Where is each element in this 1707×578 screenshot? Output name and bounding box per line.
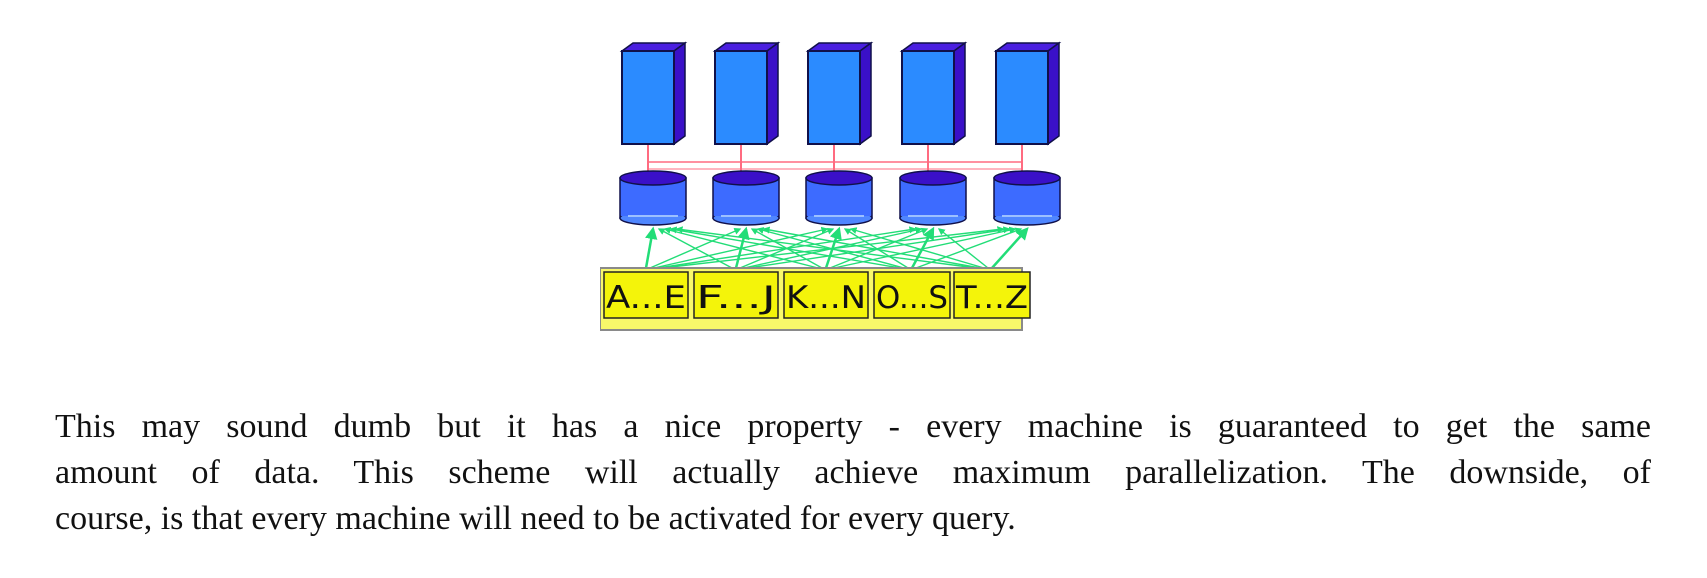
paragraph-line-1: This may sound dumb but it has a nice pr… (55, 408, 1651, 445)
servers (619, 41, 1062, 146)
disk-top (712, 170, 780, 186)
server-side (859, 41, 872, 146)
disk-body-fill (901, 182, 965, 216)
distribution-arrow (675, 226, 977, 269)
server-side (673, 41, 686, 146)
server-side (766, 41, 779, 146)
distribution-arrow (937, 228, 989, 269)
distribution-arrow (991, 227, 1029, 269)
distribution-arrow (849, 227, 985, 269)
distribution-arrow (669, 226, 901, 269)
distribution-arrow (657, 228, 733, 269)
paragraph-line-3: course, is that every machine will need … (55, 500, 1016, 537)
disk-body-fill (995, 182, 1059, 216)
disk-top (619, 170, 687, 186)
partition-label: F...J (696, 280, 776, 316)
partition-label: T...Z (955, 280, 1028, 316)
server-side (1047, 41, 1060, 146)
partition-cell (873, 271, 951, 319)
partition-cell (783, 271, 869, 319)
server-front (807, 50, 861, 145)
disks (619, 170, 1061, 226)
distribution-arrow (910, 226, 935, 269)
partition-label: O...S (876, 280, 948, 316)
partition-cell (953, 271, 1031, 319)
disk-body-fill (621, 182, 685, 216)
distribution-arrow (915, 227, 1023, 269)
server-front (621, 50, 675, 145)
server-front (901, 50, 955, 145)
distribution-arrows (644, 226, 1029, 269)
server-side (953, 41, 966, 146)
distribution-arrow (833, 226, 1017, 269)
distribution-arrow (644, 226, 658, 269)
partition-label: A...E (606, 280, 686, 316)
body-paragraph: This may sound dumb but it has a nice pr… (55, 404, 1651, 542)
server-front (714, 50, 768, 145)
server-front (995, 50, 1049, 145)
disk-body-fill (807, 182, 871, 216)
distribution-arrow (829, 227, 929, 269)
disk-body-fill (714, 182, 778, 216)
distribution-arrow (762, 226, 981, 269)
partition-cell (603, 271, 689, 319)
disk-top (993, 170, 1061, 186)
partition-cell (693, 271, 779, 319)
distribution-arrow (843, 228, 909, 269)
paragraph-line-2: amount of data. This scheme will actuall… (55, 454, 1651, 491)
partition-label: K...N (786, 280, 866, 316)
disk-top (805, 170, 873, 186)
disk-top (899, 170, 967, 186)
network-links (647, 144, 1023, 178)
distribution-arrow (663, 226, 819, 269)
